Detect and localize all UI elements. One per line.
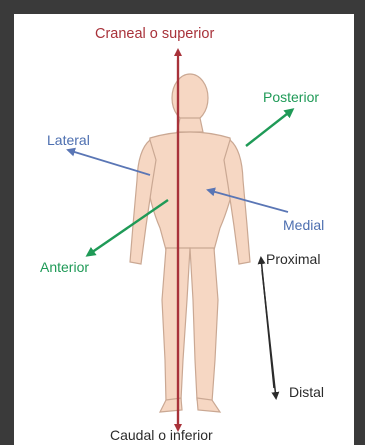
anterior-arrow bbox=[88, 200, 168, 255]
posterior-arrow bbox=[246, 110, 292, 146]
label-anterior: Anterior bbox=[40, 260, 89, 274]
label-posterior: Posterior bbox=[263, 90, 319, 104]
label-caudal: Caudal o inferior bbox=[110, 428, 213, 442]
label-medial: Medial bbox=[283, 218, 324, 232]
label-proximal: Proximal bbox=[266, 252, 320, 266]
label-cranial: Craneal o superior bbox=[95, 27, 214, 42]
label-distal: Distal bbox=[289, 385, 324, 399]
label-lateral: Lateral bbox=[47, 133, 90, 147]
human-figure bbox=[130, 74, 250, 412]
distal-arrow bbox=[262, 270, 276, 398]
lateral-arrow bbox=[68, 150, 150, 175]
